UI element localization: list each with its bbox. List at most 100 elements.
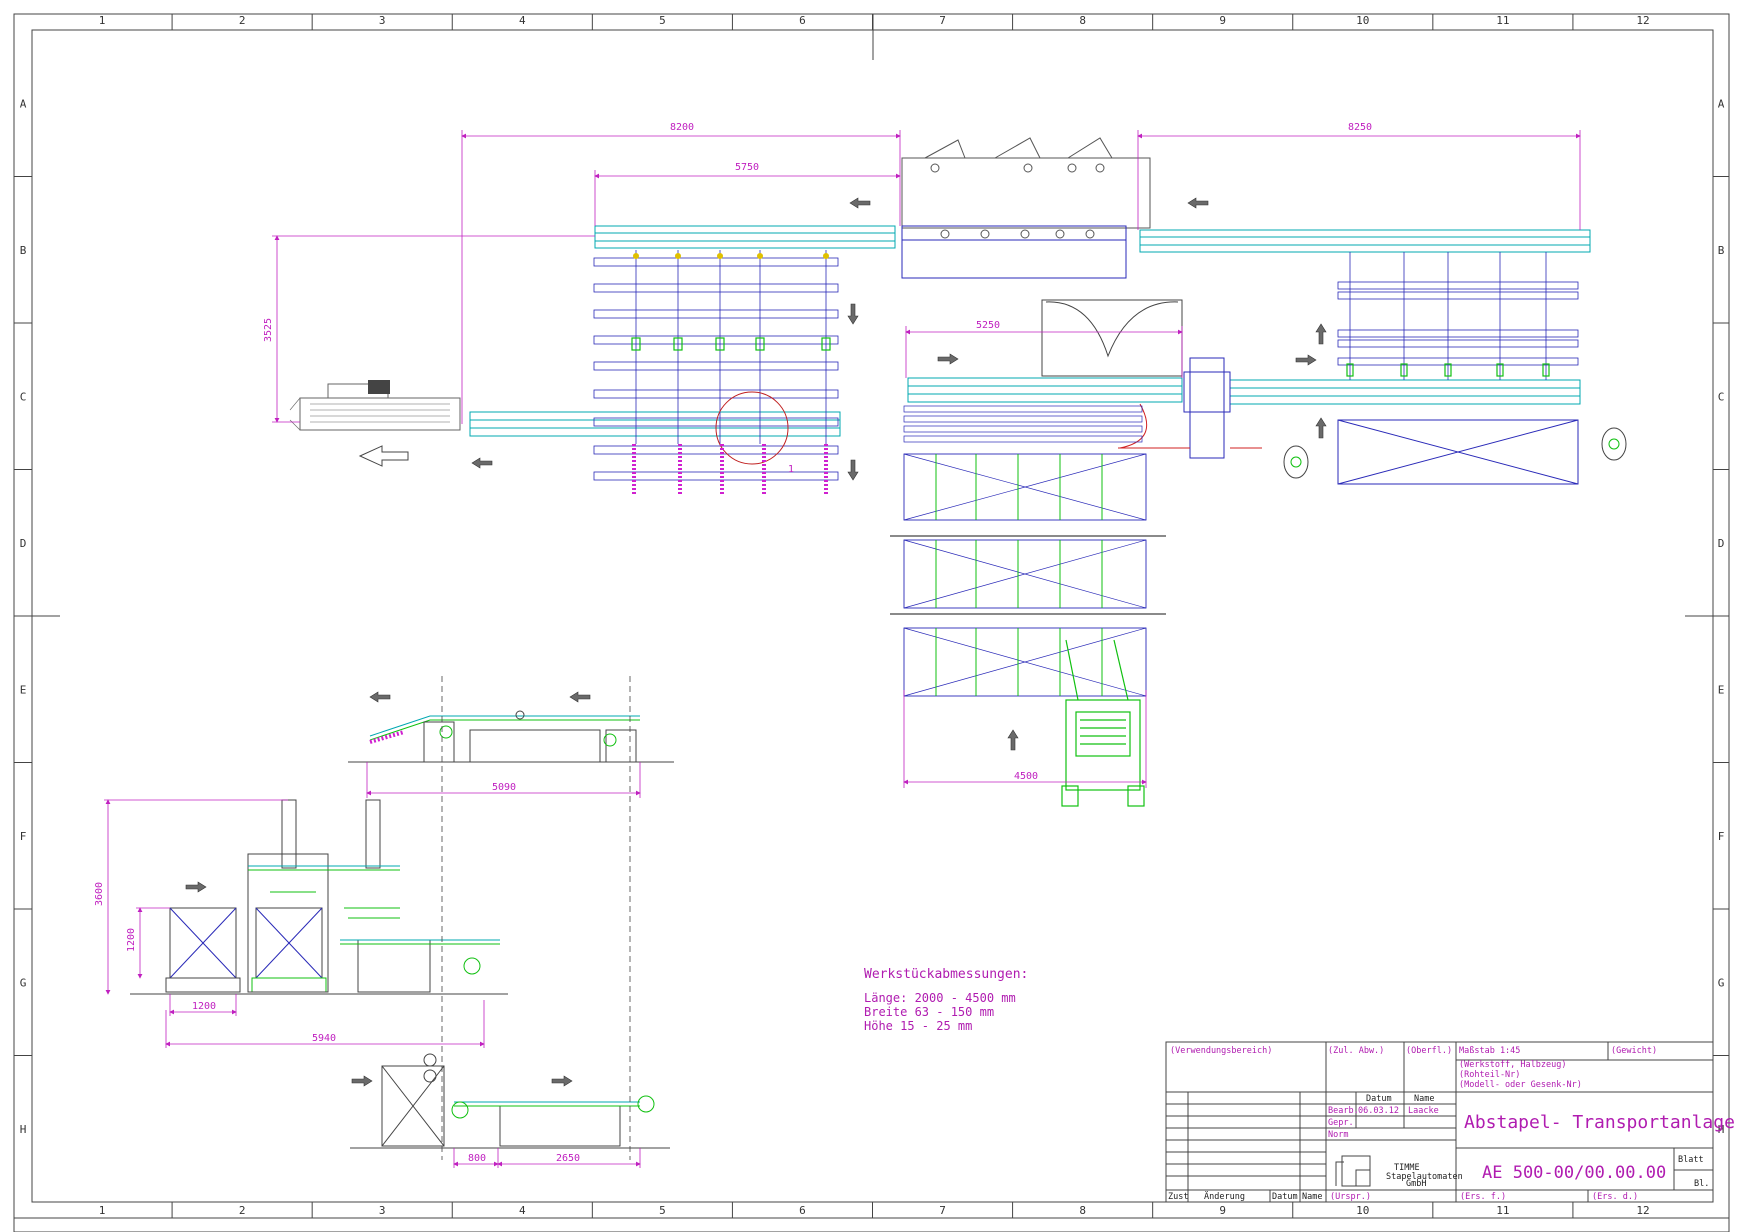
operator-symbols <box>1283 427 1627 479</box>
detail-circle: 1 <box>715 391 794 475</box>
cross-bar <box>1337 329 1579 338</box>
right-stack-box <box>1337 419 1579 485</box>
grid-column-label-12-top: 12 <box>1636 14 1649 27</box>
cross-bar <box>593 471 839 481</box>
drawing-number: AE 500-00/00.00.00 <box>1482 1163 1666 1183</box>
dashed-reference-lines <box>441 676 631 1160</box>
drive-block <box>715 337 725 351</box>
workpiece-width: Breite 63 - 150 mm <box>864 1005 994 1019</box>
dimension-2650: 2650 <box>556 1153 580 1164</box>
tb-massstab: Maßstab 1:45 <box>1459 1046 1520 1056</box>
side-dimension-lines <box>104 762 641 1168</box>
tb-name: Name <box>1302 1192 1322 1202</box>
cross-bar <box>903 415 1143 423</box>
sprocket-icon <box>633 253 639 259</box>
conveyor-right-lower <box>1229 379 1581 405</box>
dimension-5750: 5750 <box>735 162 759 173</box>
grid-column-label-11-bottom: 11 <box>1496 1204 1509 1217</box>
tb-datum: Datum <box>1272 1192 1298 1202</box>
grid-column-label-12-bottom: 12 <box>1636 1204 1649 1217</box>
grid-row-label-A-left: A <box>20 97 27 110</box>
grid-column-label-8-bottom: 8 <box>1079 1204 1086 1217</box>
tb-datum-header: Datum <box>1366 1094 1392 1104</box>
center-top-rollers <box>930 163 1105 239</box>
stack-bays <box>890 405 1166 697</box>
sprocket-icon <box>717 253 723 259</box>
cross-bar <box>1337 357 1579 366</box>
stack-bay <box>903 627 1147 697</box>
grid-ticks <box>14 14 1729 1218</box>
dimension-1200-horizontal: 1200 <box>192 1001 216 1012</box>
grid-column-label-5-top: 5 <box>659 14 666 27</box>
grid-row-label-B-left: B <box>20 244 27 257</box>
grid-row-label-A-right: A <box>1718 97 1725 110</box>
center-marks <box>14 14 1729 617</box>
cross-bar <box>593 257 839 267</box>
grid-column-label-6-bottom: 6 <box>799 1204 806 1217</box>
tb-bearb: Bearb. <box>1328 1106 1359 1116</box>
grid-column-label-2-top: 2 <box>239 14 246 27</box>
cross-transfer-bars-right <box>1337 252 1579 380</box>
grid-row-label-H-left: H <box>20 1123 27 1136</box>
dimension-3525: 3525 <box>263 318 274 342</box>
drive-block <box>821 337 831 351</box>
grid-row-label-F-left: F <box>20 830 27 843</box>
forklift <box>1061 639 1145 807</box>
stack-bay <box>903 453 1147 521</box>
cross-bar <box>903 425 1143 433</box>
detail-marker: 1 <box>788 464 794 475</box>
grid-column-label-4-bottom: 4 <box>519 1204 526 1217</box>
side-view-upper <box>348 710 674 763</box>
tb-bearb-name: Laacke <box>1408 1106 1439 1116</box>
dimension-5090: 5090 <box>492 782 516 793</box>
flow-arrows <box>358 197 1327 751</box>
tb-verwendungsbereich: (Verwendungsbereich) <box>1170 1046 1272 1056</box>
tb-norm: Norm <box>1328 1130 1348 1140</box>
cross-bar <box>593 283 839 293</box>
dimension-800: 800 <box>468 1153 486 1164</box>
grid-column-label-9-bottom: 9 <box>1219 1204 1226 1217</box>
tb-company: TIMME <box>1394 1163 1420 1173</box>
grid-column-label-10-bottom: 10 <box>1356 1204 1369 1217</box>
side-flow-arrows <box>185 691 591 1087</box>
drive-block <box>1346 363 1354 377</box>
grid-column-label-10-top: 10 <box>1356 14 1369 27</box>
grid-row-label-G-left: G <box>20 976 27 989</box>
drive-block <box>755 337 765 351</box>
grid-row-label-E-left: E <box>20 683 27 696</box>
grid-column-label-3-top: 3 <box>379 14 386 27</box>
center-funnel <box>1041 299 1183 377</box>
grid-row-label-C-left: C <box>20 390 27 403</box>
grid-row-label-E-right: E <box>1718 683 1725 696</box>
cross-bar <box>1337 291 1579 300</box>
conveyor-left-upper <box>594 225 896 249</box>
grid-row-label-D-left: D <box>20 537 27 550</box>
tb-gewicht: (Gewicht) <box>1611 1046 1657 1056</box>
tb-zust: Zust <box>1168 1192 1188 1202</box>
grid-column-label-1-bottom: 1 <box>99 1204 106 1217</box>
tb-name-header: Name <box>1414 1094 1434 1104</box>
cross-bar <box>593 309 839 319</box>
dimension-3600: 3600 <box>94 882 105 906</box>
cross-bar <box>1337 281 1579 290</box>
conveyor-right-upper <box>1139 229 1591 253</box>
center-conveyor <box>907 377 1183 403</box>
tb-bearb-datum: 06.03.12 <box>1358 1106 1399 1116</box>
tb-ers-d: (Ers. d.) <box>1592 1192 1638 1202</box>
grid-column-label-8-top: 8 <box>1079 14 1086 27</box>
grid-column-label-4-top: 4 <box>519 14 526 27</box>
tb-oberfl: (Oberfl.) <box>1406 1046 1452 1056</box>
drive-block <box>1444 363 1452 377</box>
grid-column-label-9-top: 9 <box>1219 14 1226 27</box>
side-view-lower <box>350 1053 670 1149</box>
grid-row-label-B-right: B <box>1718 244 1725 257</box>
tb-urspr: (Urspr.) <box>1330 1192 1371 1202</box>
press-unit <box>1183 357 1231 459</box>
side-view-middle <box>130 799 508 995</box>
cross-bar <box>1337 339 1579 348</box>
tb-gepr: Gepr. <box>1328 1118 1354 1128</box>
center-top-machine <box>901 137 1151 279</box>
workpiece-dimensions-note: Werkstückabmessungen: Länge: 2000 - 4500… <box>864 967 1028 1033</box>
dimension-1200-vertical: 1200 <box>126 928 137 952</box>
grid-column-label-7-top: 7 <box>939 14 946 27</box>
